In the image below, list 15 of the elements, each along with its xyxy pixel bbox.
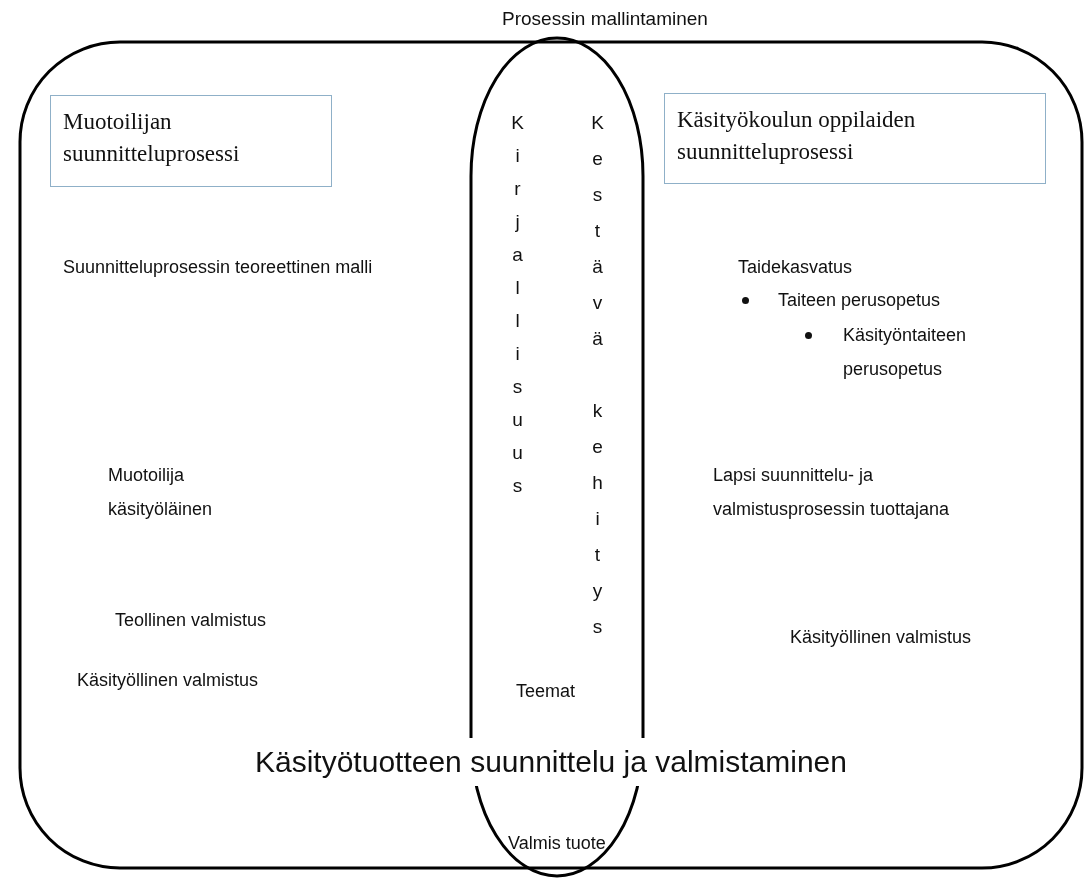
text-label: Käsityöllinen valmistus	[790, 626, 973, 649]
vertical-text: Kestävä kehitys	[586, 112, 608, 652]
text-label: Lapsi suunnittelu- ja valmistusprosessin tuottajana	[713, 464, 951, 521]
text-label: Teollinen valmistus	[115, 609, 268, 632]
vertical-text: Kirjallisuus	[506, 112, 528, 508]
heading-box: Muotoilijan suunnitteluprosessi	[50, 95, 332, 187]
text-label: Suunnitteluprosessin teoreettinen malli	[63, 256, 374, 279]
text-label: Muotoilija käsityöläinen	[108, 464, 214, 521]
oval-text: Teemat	[516, 680, 576, 703]
heading-box: Käsityökoulun oppilaiden suunnitteluprosessi	[664, 93, 1046, 184]
text-label: Käsityöntaiteen perusopetus	[843, 324, 968, 381]
text-label: Taidekasvatus	[738, 256, 854, 279]
oval-text: Valmis tuote	[508, 832, 606, 855]
text-label: Käsityöllinen valmistus	[77, 669, 260, 692]
text-label: Taiteen perusopetus	[778, 289, 942, 312]
